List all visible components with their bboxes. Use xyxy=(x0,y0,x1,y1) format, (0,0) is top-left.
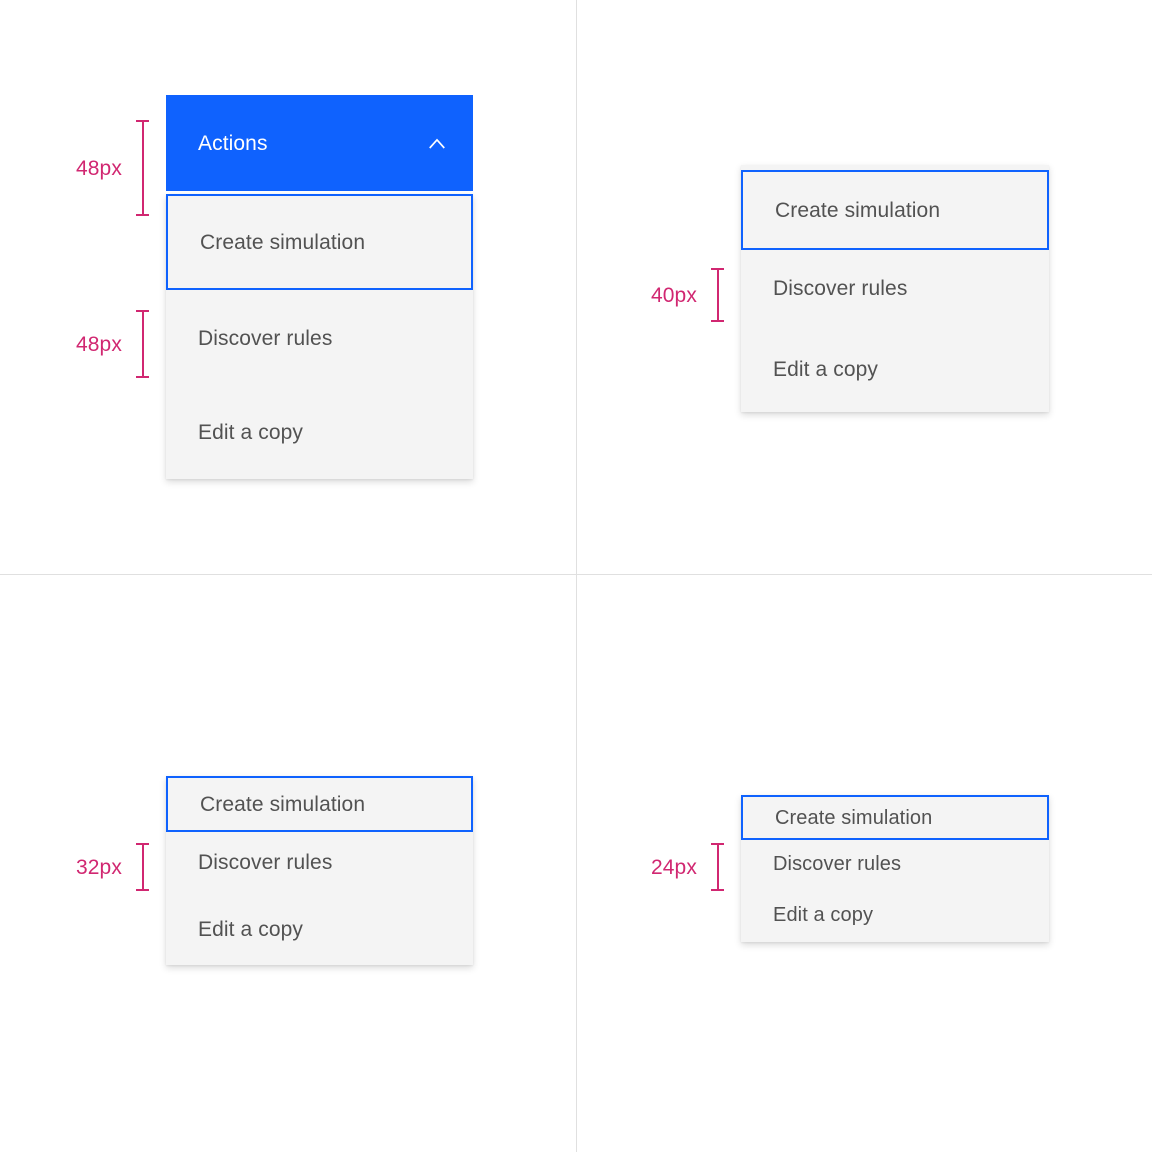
actions-dropdown-button[interactable]: Actions xyxy=(166,95,473,191)
menu-item-label: Edit a copy xyxy=(198,917,303,941)
measurement-label: 40px xyxy=(651,283,697,307)
menu-item-discover-rules[interactable]: Discover rules xyxy=(741,840,1049,887)
bracket-cap-top xyxy=(135,120,149,122)
measurement-label: 24px xyxy=(651,855,697,879)
bracket-cap-top xyxy=(710,268,724,270)
bracket-stem xyxy=(716,268,719,322)
overflow-menu-24: Create simulation Discover rules Edit a … xyxy=(741,795,1049,942)
dropdown-button-label: Actions xyxy=(198,131,268,155)
menu-item-edit-a-copy[interactable]: Edit a copy xyxy=(166,893,473,965)
menu-item-discover-rules[interactable]: Discover rules xyxy=(741,250,1049,326)
bracket-cap-top xyxy=(710,843,724,845)
overflow-menu-32: Create simulation Discover rules Edit a … xyxy=(166,776,473,965)
menu-item-create-simulation[interactable]: Create simulation xyxy=(166,776,473,832)
bracket-cap-top xyxy=(135,310,149,312)
menu-item-create-simulation[interactable]: Create simulation xyxy=(741,170,1049,250)
menu-item-create-simulation[interactable]: Create simulation xyxy=(741,795,1049,840)
measurement-32-item: 32px xyxy=(76,843,149,891)
menu-item-edit-a-copy[interactable]: Edit a copy xyxy=(166,386,473,479)
measurement-24-item: 24px xyxy=(651,843,724,891)
menu-item-label: Discover rules xyxy=(773,276,908,300)
measurement-48-button: 48px xyxy=(76,120,149,216)
menu-item-label: Create simulation xyxy=(775,806,933,829)
menu-item-label: Create simulation xyxy=(200,230,366,254)
menu-item-label: Discover rules xyxy=(773,852,902,875)
overflow-menu-40: Create simulation Discover rules Edit a … xyxy=(741,165,1049,412)
bracket-stem xyxy=(141,310,144,378)
overflow-menu-48: Create simulation Discover rules Edit a … xyxy=(166,194,473,479)
horizontal-divider-left xyxy=(0,574,576,575)
menu-item-label: Edit a copy xyxy=(773,903,874,926)
measurement-48-item: 48px xyxy=(76,310,149,378)
measurement-bracket xyxy=(135,843,149,891)
menu-item-label: Create simulation xyxy=(775,198,941,222)
menu-item-label: Discover rules xyxy=(198,851,333,874)
menu-item-discover-rules[interactable]: Discover rules xyxy=(166,290,473,386)
menu-item-label: Edit a copy xyxy=(198,421,303,444)
measurement-label: 48px xyxy=(76,156,122,180)
bracket-cap-bottom xyxy=(710,320,724,322)
bracket-cap-top xyxy=(135,843,149,845)
bracket-stem xyxy=(141,120,144,216)
menu-item-label: Discover rules xyxy=(198,326,333,350)
menu-item-create-simulation[interactable]: Create simulation xyxy=(166,194,473,290)
menu-item-label: Create simulation xyxy=(200,792,366,816)
measurement-bracket xyxy=(135,120,149,216)
measurement-bracket xyxy=(710,268,724,322)
vertical-divider xyxy=(576,0,577,1152)
bracket-stem xyxy=(141,843,144,891)
bracket-cap-bottom xyxy=(710,889,724,891)
menu-item-label: Edit a copy xyxy=(773,357,878,381)
bracket-stem xyxy=(716,843,719,891)
menu-item-edit-a-copy[interactable]: Edit a copy xyxy=(741,887,1049,942)
measurement-label: 32px xyxy=(76,855,122,879)
bracket-cap-bottom xyxy=(135,214,149,216)
menu-item-edit-a-copy[interactable]: Edit a copy xyxy=(741,326,1049,412)
bracket-cap-bottom xyxy=(135,376,149,378)
bracket-cap-bottom xyxy=(135,889,149,891)
measurement-40-item: 40px xyxy=(651,268,724,322)
chevron-up-icon[interactable] xyxy=(423,129,451,157)
horizontal-divider-right xyxy=(576,574,1152,575)
measurement-bracket xyxy=(710,843,724,891)
menu-item-discover-rules[interactable]: Discover rules xyxy=(166,832,473,893)
measurement-label: 48px xyxy=(76,332,122,356)
measurement-bracket xyxy=(135,310,149,378)
